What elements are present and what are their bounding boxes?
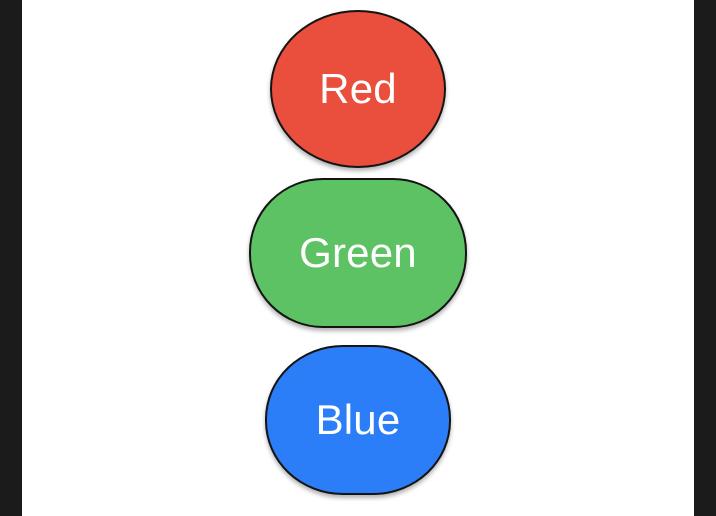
shape-label-green: Green [299,229,417,276]
shape-stack: Red Green Blue [22,0,694,516]
letterbox-bar-left [0,0,22,516]
letterbox-bar-right [694,0,716,516]
shape-button-red[interactable]: Red [270,10,446,168]
shape-label-red: Red [319,65,397,112]
shape-label-blue: Blue [315,396,401,443]
shape-button-blue[interactable]: Blue [265,345,451,495]
shape-button-green[interactable]: Green [249,178,467,328]
page-canvas: Red Green Blue [22,0,694,516]
